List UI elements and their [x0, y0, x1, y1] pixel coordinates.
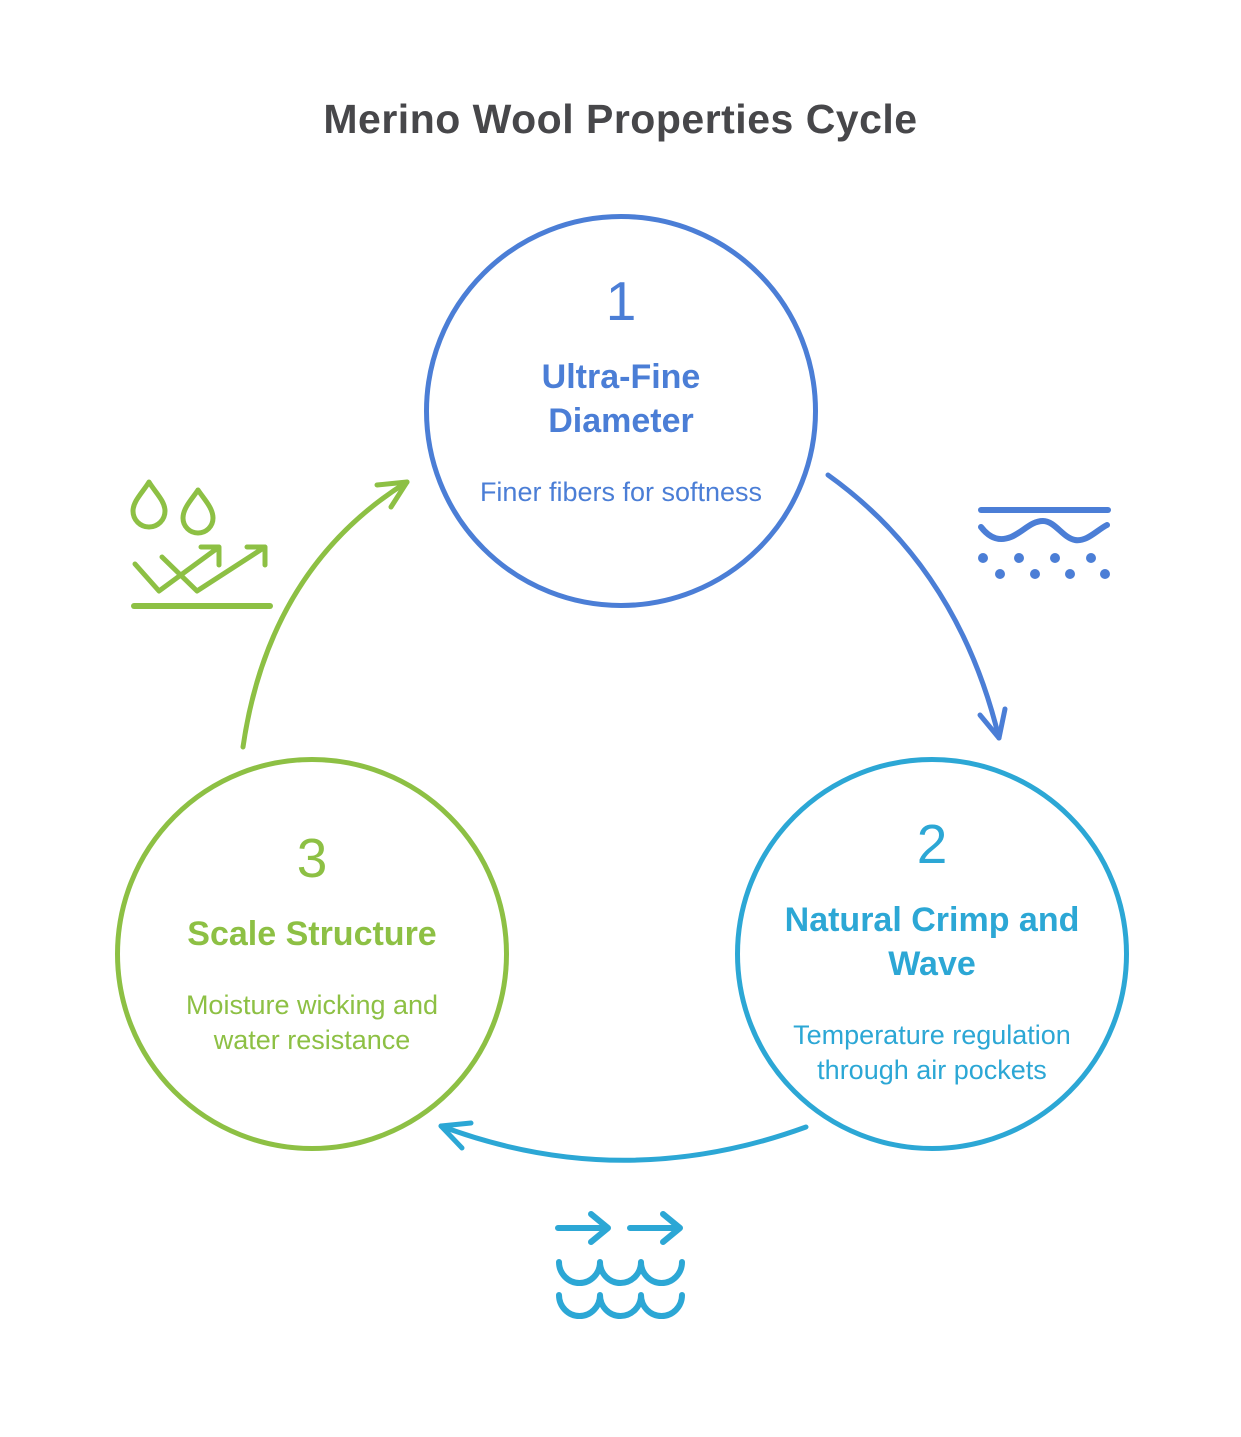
step-1-description: Finer fibers for softness: [479, 477, 763, 508]
water-repel-droplets-icon: [130, 479, 273, 609]
step-3-title: Scale Structure: [187, 914, 437, 953]
step-1-number: 1: [605, 270, 637, 332]
cycle-step-3-circle: 3 Scale Structure Moisture wicking and w…: [115, 757, 509, 1151]
step-2-number: 2: [916, 813, 948, 875]
step-3-number: 3: [296, 827, 328, 889]
airflow-over-waves-icon: [555, 1211, 685, 1319]
step-3-description: Moisture wicking and water resistance: [185, 989, 439, 1056]
cycle-step-1-circle: 1 Ultra-Fine Diameter Finer fibers for s…: [424, 214, 818, 608]
arrow-step1-to-step2: [825, 472, 1008, 741]
fiber-cross-section-icon: [978, 507, 1111, 579]
page-title: Merino Wool Properties Cycle: [323, 96, 918, 142]
arrow-step3-to-step1: [240, 479, 410, 750]
arrow-step2-to-step3: [438, 1120, 809, 1163]
step-2-description: Temperature regulation through air pocke…: [793, 1020, 1071, 1086]
cycle-step-2-circle: 2 Natural Crimp and Wave Temperature reg…: [735, 757, 1129, 1151]
step-1-title: Ultra-Fine Diameter: [541, 357, 701, 440]
step-2-title: Natural Crimp and Wave: [784, 900, 1080, 983]
